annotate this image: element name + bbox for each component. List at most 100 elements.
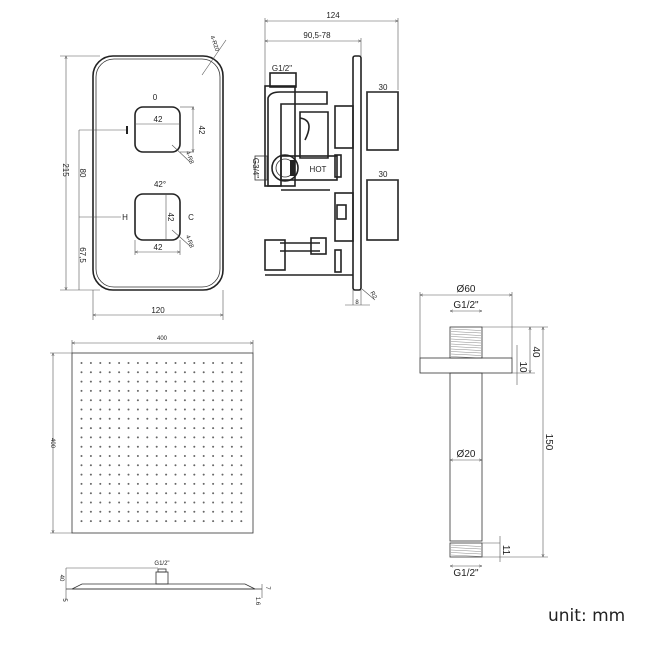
nozzle [89,417,92,420]
nozzle [221,510,224,513]
nozzle [183,380,186,383]
nozzle [108,492,111,495]
nozzle [221,389,224,392]
nozzle [108,417,111,420]
nozzle [183,408,186,411]
shower-head-plate [71,352,254,534]
nozzle [221,371,224,374]
nozzle [136,510,139,513]
hot-mark: H [122,213,128,222]
nozzle [146,408,149,411]
nozzle [155,473,158,476]
nozzle [230,482,233,485]
nozzle [108,362,111,364]
nozzle [193,445,196,448]
nozzle [212,464,215,467]
nozzle [240,408,243,411]
nozzle [99,417,102,420]
nozzle [183,389,186,392]
nozzle [127,473,130,476]
nozzle [240,380,243,383]
nozzle [80,417,83,420]
nozzle [193,492,196,495]
nozzle [202,399,205,402]
nozzle [174,389,177,392]
nozzle [165,501,168,504]
nozzle [80,371,83,374]
nozzle [89,436,92,439]
nozzle [108,464,111,467]
top-knob-radius: 4-R8 [184,151,194,166]
nozzle [230,501,233,504]
nozzle [230,492,233,495]
bottom-thread-size: G1/2" [453,568,479,579]
nozzle [174,362,177,364]
bottom-knob-width: 42 [154,243,163,252]
nozzle [108,436,111,439]
nozzle [202,389,205,392]
thread-line [450,341,482,344]
nozzle [165,436,168,439]
nozzle [183,455,186,457]
nozzle [221,482,224,485]
nozzle [212,417,215,420]
nozzle [155,380,158,383]
nozzle [89,520,92,523]
nozzle [136,380,139,383]
nozzle [212,399,215,402]
bottom-knob-label: 42° [154,180,166,189]
nozzle [146,380,149,383]
nozzle [212,371,215,374]
nozzle [136,427,139,430]
nozzle [202,482,205,485]
nozzle [240,492,243,495]
nozzle [230,389,233,392]
nozzle [230,464,233,467]
thread-line [450,346,482,349]
nozzle [80,380,83,383]
nozzle [155,510,158,513]
nozzle [146,501,149,504]
bottom-knob-radius: 4-R8 [184,235,194,250]
nozzle [193,482,196,485]
nozzle [99,473,102,476]
nozzle [202,473,205,476]
nozzle [118,510,121,513]
nozzle [89,408,92,411]
nozzle [136,455,139,457]
nozzle [165,399,168,402]
plate-width: 120 [151,306,165,315]
nozzle [183,501,186,504]
nozzle [212,436,215,439]
nozzle [174,473,177,476]
nozzle [230,445,233,448]
nozzle [99,445,102,448]
nozzle [174,445,177,448]
nozzle [221,436,224,439]
top-knob [134,106,181,153]
nozzle [108,427,111,430]
nozzle [183,417,186,420]
nozzle [155,427,158,430]
nozzle [136,371,139,374]
nozzle [89,492,92,495]
nozzle [193,501,196,504]
nozzle [183,482,186,485]
nozzle [89,389,92,392]
nozzle [118,445,121,448]
nozzle [230,520,233,523]
nozzle [212,482,215,485]
corner-radius: 4-R20 [208,35,219,53]
nozzle [212,455,215,457]
thread-line [450,343,482,346]
nozzle [136,399,139,402]
nozzle [127,455,130,457]
nozzle [108,510,111,513]
thread-line [450,544,482,547]
nozzle [118,362,121,364]
thread-line [450,333,482,336]
nozzle [136,501,139,504]
nozzle [193,520,196,523]
thread-line [450,554,482,557]
nozzle [221,473,224,476]
